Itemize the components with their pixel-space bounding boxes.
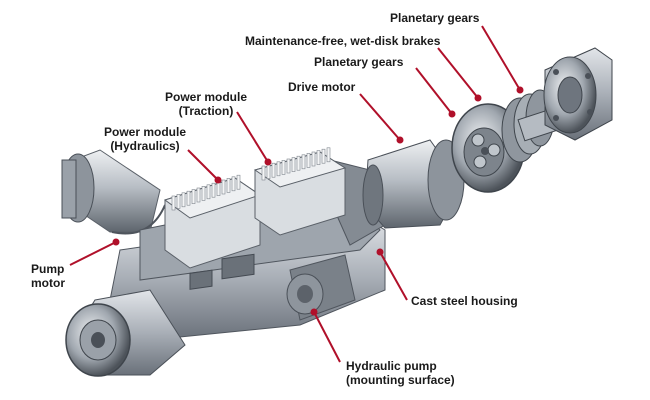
label-power-module-traction: Power module (Traction) [161,90,251,118]
leader-drive-motor [359,93,401,141]
label-hydraulic-pump-line2: (mounting surface) [346,373,455,387]
heat-sink-fin [306,153,311,168]
label-wet-disk-brakes: Maintenance-free, wet-disk brakes [245,34,441,48]
planetary-gears-top-assembly [543,47,613,141]
label-planetary-gears-mid: Planetary gears [314,55,404,69]
heat-sink-fin [211,182,216,198]
pump-motor [61,149,166,235]
label-power-module-hydraulics-line2: (Hydraulics) [110,139,180,153]
heat-sink-fin [181,192,186,208]
label-pump-motor: Pump motor [31,262,65,290]
label-hydraulic-pump: Hydraulic pump (mounting surface) [346,359,455,387]
label-planetary-gears-top: Planetary gears [390,11,480,25]
heat-sink-fin [266,164,271,179]
heat-sink-fin [321,148,326,164]
label-power-module-hydraulics-line1: Power module [103,125,186,139]
label-hydraulic-pump-line1: Hydraulic pump [346,359,437,373]
heat-sink-fin [271,162,276,178]
heat-sink-fin [176,194,181,209]
leader-lines [69,25,524,363]
leader-power-module-traction-dot [264,158,272,166]
leader-power-module-hydraulics [187,149,219,181]
hydraulic-pump [65,289,186,377]
heat-sink-fin [276,161,281,177]
drive-motor [362,139,465,229]
heat-sink-fin [296,155,301,171]
heat-sink-fin [206,184,211,200]
heat-sink-fin [311,151,316,167]
leader-pump-motor-dot [112,238,120,246]
leader-power-module-traction [236,111,269,163]
label-pump-motor-line1: Pump [31,262,65,276]
label-power-module-traction-line1: Power module [164,90,247,104]
heat-sink-fins [171,147,331,211]
heat-sink-fin [286,158,291,174]
label-pump-motor-line2: motor [31,276,65,290]
heat-sink-fin [216,181,221,196]
heat-sink-fin [196,187,201,203]
heat-sink-fin [316,150,321,165]
heat-sink-fin [221,179,226,195]
heat-sink-fin [171,195,176,211]
heat-sink-fin [301,154,306,170]
heat-sink-fin [226,178,231,193]
label-power-module-traction-line2: (Traction) [178,104,234,118]
leader-hydraulic-pump [313,311,341,363]
leader-planetary-gears-top [481,25,521,91]
label-power-module-hydraulics: Power module (Hydraulics) [100,125,190,153]
leader-wet-disk-brakes [437,47,479,99]
leader-hydraulic-pump-dot [310,308,318,316]
leader-planetary-gears-top-dot [516,86,524,94]
leader-cast-steel-housing [379,251,408,301]
heat-sink-fin [231,176,236,192]
leader-wet-disk-brakes-dot [474,94,482,102]
heat-sink-fin [236,174,241,190]
heat-sink-fin [326,147,331,163]
heat-sink-fin [261,165,266,181]
leader-pump-motor [69,241,117,266]
label-cast-steel-housing: Cast steel housing [411,294,518,308]
heat-sink-fin [201,186,206,201]
heat-sink-fin [291,157,296,172]
leader-power-module-hydraulics-dot [214,176,222,184]
label-drive-motor: Drive motor [288,80,356,94]
leader-drive-motor-dot [396,136,404,144]
leader-cast-steel-housing-dot [376,248,384,256]
leader-planetary-gears-mid-dot [448,110,456,118]
heat-sink-fin [191,189,196,204]
heat-sink-fin [186,190,191,206]
leader-planetary-gears-mid [415,67,453,115]
heat-sink-fin [281,160,286,175]
